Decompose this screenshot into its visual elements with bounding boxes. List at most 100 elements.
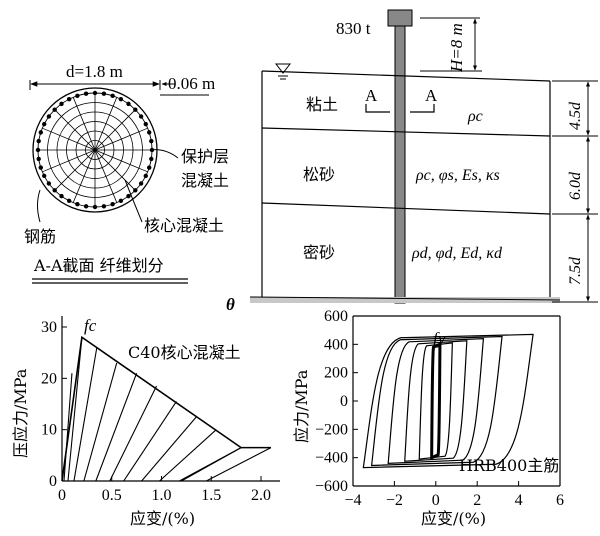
height-label: H=8 m [447,23,466,73]
concrete-y-axis-label: 压应力/MPa [11,368,30,458]
rebar-dot [92,204,98,210]
fiber-grid [32,87,158,213]
rebar-dot [59,193,64,199]
rebar-dot [149,156,154,162]
fiber-spoke [94,127,148,151]
diameter-label: d=1.8 m [66,62,123,81]
x-tick-label: −4 [344,492,361,509]
rebar-dot [38,130,43,135]
cover-concrete-label-1: 保护层 [181,147,229,166]
x-tick-label: 1.5 [201,487,221,504]
steel-curves [362,333,534,469]
steel-hysteresis-loop [387,338,485,464]
rebar-label: 钢筋 [24,227,56,246]
steel-hysteresis-loop [418,342,453,460]
y-tick-label: 20 [41,370,57,387]
concrete-unloading-curve [123,401,177,482]
x-tick-label: 4 [515,492,523,509]
rebar-dot [133,188,138,193]
fiber-spoke [94,149,148,173]
layer-2-name: 松砂 [303,165,335,184]
steel-peak-label: fy [433,329,446,348]
rebar-dot [83,91,89,96]
fiber-spoke [94,97,118,151]
rebar-dot [42,121,47,127]
core-concrete-label: 核心混凝土 [144,216,224,235]
rebar-dot [52,188,57,193]
rebar-dot [143,173,148,179]
rebar-dot [143,121,148,127]
layer-1-thickness: 4.5d [567,101,584,130]
cover-concrete-label-2: 混凝土 [181,171,229,190]
concrete-unloading-curve [67,337,83,482]
cover-label: 0.06 m [168,74,215,93]
steel-hysteresis-loop [404,340,468,462]
y-tick-label: 400 [324,336,348,353]
layer-interface-1 [261,127,551,137]
rebar-dot [66,97,72,102]
load-label: 830 t [336,19,371,38]
steel-chart-title: HRB400主筋 [459,456,559,475]
layer-1-name: 粘土 [306,95,338,114]
y-tick-label: 0 [340,393,348,410]
y-tick-label: 600 [324,308,348,325]
x-tick-label: 0.5 [102,487,122,504]
concrete-chart-title: C40核心混凝土 [128,343,241,362]
x-tick-label: 0 [432,492,440,509]
y-tick-label: −200 [315,421,348,438]
rebar-dot [126,193,131,199]
concrete-x-axis-label: 应变/(%) [130,509,195,528]
section-mark-left [365,104,390,113]
rebar-label-leader [37,189,41,223]
rebar-dot [52,107,57,112]
rebar-dot [59,101,64,107]
concrete-unloading-curve [159,429,217,482]
fiber-spoke [72,97,96,151]
concrete-unloading-curve [95,373,138,482]
concrete-unloading-curve [83,362,118,482]
layer-interface-2 [261,202,551,215]
x-tick-label: 2 [473,492,481,509]
rebar-dot [92,90,98,96]
rebar-dot [101,204,107,209]
layer-1-params: ρc [467,108,483,125]
concrete-curves [61,335,272,482]
rebar-dot [118,198,124,203]
fiber-spoke [42,127,96,151]
rebar-dot [138,181,144,186]
rebar-dot [36,156,41,162]
rebar-dot [118,97,124,102]
rebar-dot [38,165,43,170]
fiber-spoke [94,149,118,203]
fiber-spoke [94,109,136,151]
y-tick-label: −600 [315,478,348,495]
fiber-spoke [54,109,96,151]
section-mark-right-label: A [425,86,438,105]
rebar-dot [147,130,152,135]
rebar-dot [66,198,72,203]
base-rotation-label: θ [226,295,235,314]
y-tick-label: −400 [315,450,348,467]
layer-3-params: ρd, φd, Ed, κd [411,245,503,262]
steel-hysteresis-loop [430,342,442,460]
rebar-dot [42,173,47,179]
fiber-spoke [72,149,96,203]
concrete-peak-label: fc [84,316,97,335]
fiber-spoke [42,149,96,173]
steel-y-axis-label: 应力/MPa [292,369,311,443]
cover-label-leader [149,149,179,159]
y-tick-label: 200 [324,365,348,382]
fiber-spoke [54,149,96,191]
rebar-dot [36,138,41,144]
rebar-dot [75,93,80,98]
core-label-leader [124,179,143,223]
rebar-dot [147,165,152,170]
concrete-unloading-curve [141,416,197,482]
section-caption: A-A截面 纤维划分 [33,256,164,275]
concrete-unloading-curve [73,347,98,482]
rebar-dot [138,114,144,119]
y-tick-label: 0 [49,473,57,490]
